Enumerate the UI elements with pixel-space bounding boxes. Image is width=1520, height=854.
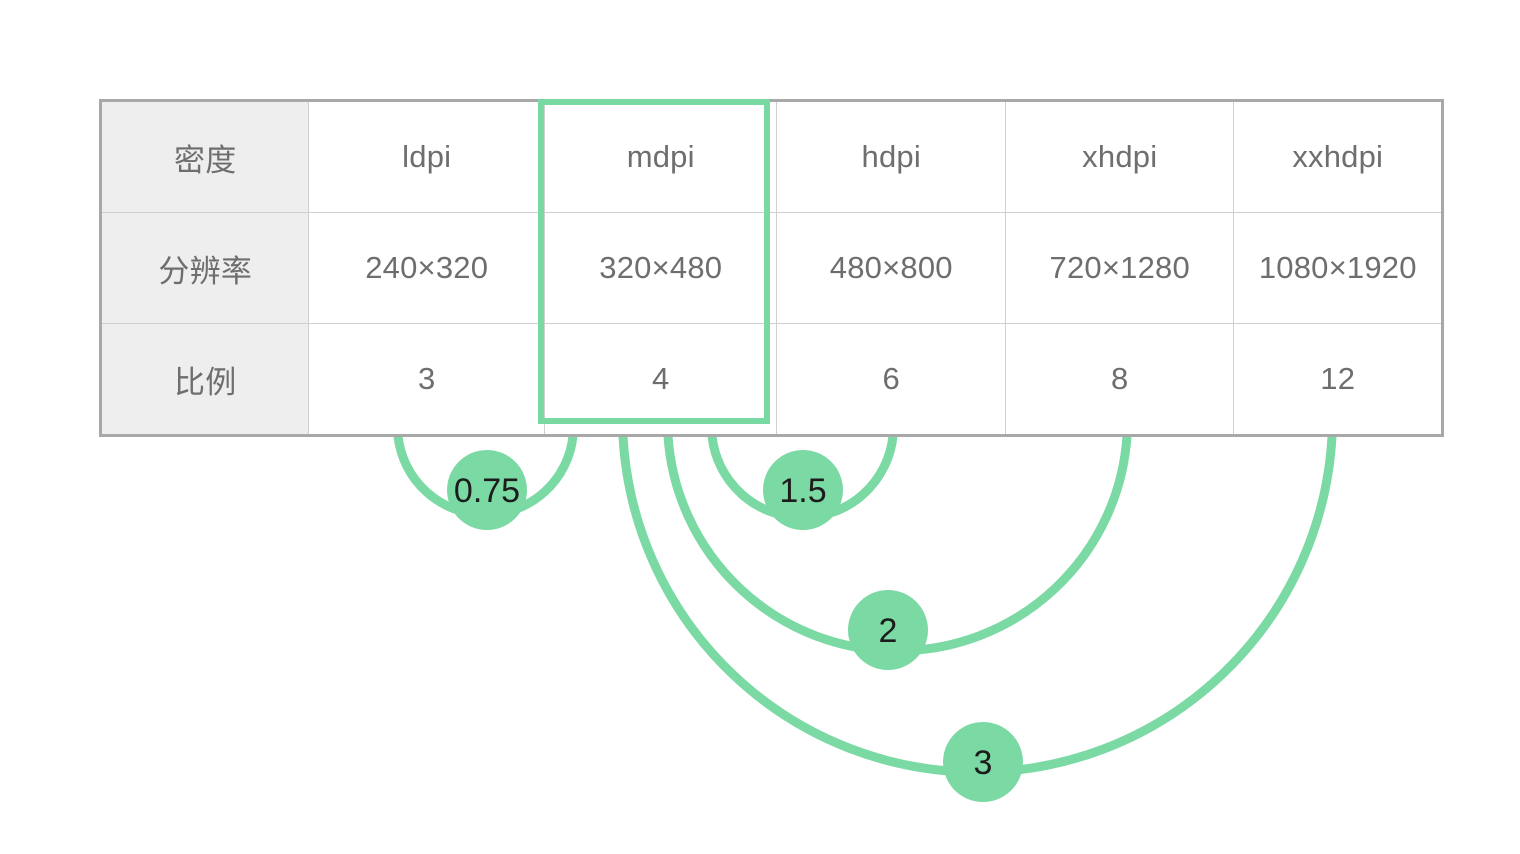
table-row-ratio: 比例 3 4 6 8 12 (99, 323, 1443, 436)
cell-density-ldpi: ldpi (308, 100, 545, 213)
cell-resolution-xhdpi: 720×1280 (1004, 212, 1235, 324)
cell-ratio-mdpi: 4 (543, 323, 778, 436)
cell-ratio-xxhdpi: 12 (1233, 323, 1443, 436)
arc-bubble-1.5 (763, 450, 843, 530)
arc-label-2: 2 (879, 612, 898, 650)
cell-ratio-ldpi: 3 (308, 323, 545, 436)
table-row-density: 密度 ldpi mdpi hdpi xhdpi xxhdpi (99, 100, 1443, 213)
cell-density-hdpi: hdpi (776, 100, 1006, 213)
arc-label-3: 3 (974, 744, 993, 782)
arc-group-2: 2 (663, 431, 1132, 670)
cell-ratio-hdpi: 6 (776, 323, 1006, 436)
arc-group-1.5: 1.5 (707, 431, 898, 530)
row-header-resolution: 分辨率 (99, 212, 310, 324)
cell-resolution-hdpi: 480×800 (776, 212, 1006, 324)
arc-label-1.5: 1.5 (779, 472, 826, 510)
cell-resolution-mdpi: 320×480 (543, 212, 778, 324)
table-row-resolution: 分辨率 240×320 320×480 480×800 720×1280 108… (99, 212, 1443, 324)
cell-ratio-xhdpi: 8 (1004, 323, 1235, 436)
row-header-density: 密度 (99, 100, 310, 213)
arc-bubble-2 (848, 590, 928, 670)
cell-resolution-ldpi: 240×320 (308, 212, 545, 324)
arc-bubble-3 (943, 722, 1023, 802)
cell-density-xxhdpi: xxhdpi (1233, 100, 1443, 213)
row-header-ratio: 比例 (99, 323, 310, 436)
arc-group-3: 3 (618, 431, 1337, 802)
arc-group-0.75: 0.75 (393, 431, 578, 530)
arc-bubble-0.75 (447, 450, 527, 530)
cell-density-mdpi: mdpi (543, 100, 778, 213)
cell-resolution-xxhdpi: 1080×1920 (1233, 212, 1443, 324)
cell-density-xhdpi: xhdpi (1004, 100, 1235, 213)
density-table: 密度 ldpi mdpi hdpi xhdpi xxhdpi 分辨率 240×3… (99, 99, 1444, 437)
arc-label-0.75: 0.75 (454, 472, 520, 510)
